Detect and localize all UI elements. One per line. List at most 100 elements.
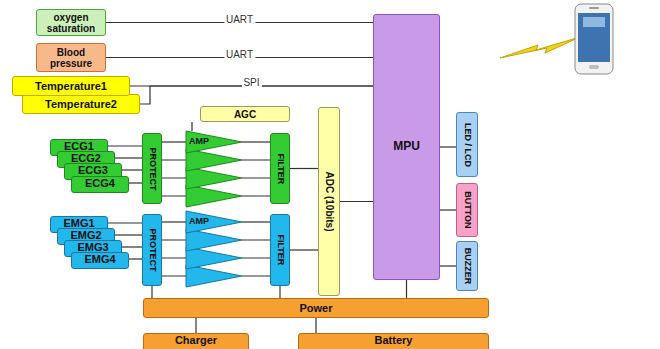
connector-line	[140, 86, 373, 104]
amplifier-triangle	[186, 185, 242, 207]
connector-line	[195, 318, 196, 333]
adc-box: ADC (10bits)	[318, 107, 340, 296]
wire	[242, 240, 270, 241]
node-label: Charger	[175, 334, 217, 347]
connector-line	[340, 201, 373, 202]
connector-line	[108, 222, 142, 223]
connector-line	[108, 145, 142, 146]
connector-line	[122, 246, 142, 247]
sensor-box: Blood pressure	[36, 43, 106, 72]
wire	[162, 178, 186, 179]
node-label: BUTTON	[462, 191, 472, 228]
smartphone-icon	[575, 4, 613, 74]
node-label: ADC (10bits)	[324, 171, 335, 231]
node-label: FILTER	[275, 235, 285, 266]
connector-line	[191, 122, 192, 131]
wire	[242, 196, 270, 197]
node-label: PROTECT	[147, 147, 157, 190]
connector-line	[315, 318, 316, 333]
edge-label-box: UART	[224, 9, 255, 27]
connector-line	[440, 265, 456, 266]
wire	[242, 160, 270, 161]
node-label: LED / LCD	[462, 122, 472, 166]
connector-line	[406, 280, 407, 298]
sensor-box: Temperature1	[12, 76, 130, 96]
power-bar: Power	[143, 298, 489, 318]
battery-box: Battery	[298, 333, 489, 349]
node-label: FILTER	[275, 153, 285, 184]
connector-line	[162, 221, 186, 222]
node-label: AGC	[234, 109, 256, 120]
connector-line	[279, 286, 280, 298]
amplifier-triangle	[186, 167, 242, 189]
node-label: EMG4	[84, 253, 115, 266]
node-label: BUZZER	[462, 248, 472, 285]
node-label: oxygen saturation	[37, 12, 105, 34]
amplifier-triangles	[162, 149, 270, 287]
display-box: LED / LCD	[456, 112, 478, 177]
phone-speaker	[589, 7, 599, 9]
connector-line	[129, 258, 142, 259]
buzzer-box: BUZZER	[456, 241, 478, 291]
node-label: Temperature2	[45, 98, 117, 110]
connector-line	[162, 141, 186, 142]
connector-line	[115, 157, 142, 158]
connector-line	[290, 168, 318, 169]
electrode-box: ECG4	[71, 176, 129, 193]
sensor-box: oxygen saturation	[36, 9, 106, 36]
amplifier-triangle	[186, 247, 242, 269]
wire	[162, 258, 186, 259]
wire	[242, 178, 270, 179]
button-box: BUTTON	[456, 183, 478, 237]
node-label: Blood pressure	[37, 47, 105, 69]
triangle-shape	[186, 131, 242, 153]
wireless-bolt	[500, 37, 580, 58]
node-label: MPU	[393, 140, 420, 153]
connector-line	[242, 221, 270, 222]
connector-line	[122, 169, 142, 170]
wire	[162, 276, 186, 277]
phone-button	[589, 65, 599, 69]
wire	[162, 196, 186, 197]
phone-widget	[583, 17, 605, 27]
phone-screen	[578, 13, 610, 62]
node-label: ECG4	[85, 177, 115, 190]
bus-label: UART	[224, 14, 255, 25]
wire	[162, 240, 186, 241]
wire	[242, 258, 270, 259]
node-label: Power	[299, 302, 332, 314]
agc-box: AGC	[200, 106, 290, 122]
charger-box: Charger	[143, 333, 249, 349]
wire	[162, 160, 186, 161]
connector-line	[129, 182, 142, 183]
node-label: Battery	[375, 334, 413, 347]
amplifier-triangle: AMP	[186, 131, 242, 153]
filter-box: FILTER	[270, 214, 290, 286]
protect-box: PROTECT	[142, 133, 162, 204]
mpu-box: MPU	[373, 14, 440, 280]
amplifier-triangle	[186, 229, 242, 251]
protect-box: PROTECT	[142, 214, 162, 286]
bus-label: SPI	[241, 77, 261, 88]
sensor-box: Temperature2	[22, 94, 140, 114]
amplifier-triangle	[186, 265, 242, 287]
connector-line	[440, 209, 456, 210]
bus-label: UART	[224, 49, 255, 60]
edge-label-box: SPI	[241, 72, 261, 90]
connector-line	[440, 146, 456, 147]
triangle-shape	[186, 211, 242, 233]
connector-line	[115, 234, 142, 235]
amplifier-triangle: AMP	[186, 211, 242, 233]
node-label: AMP	[189, 137, 209, 147]
phone-body	[575, 4, 613, 74]
electrode-box: EMG4	[71, 252, 129, 269]
connector-line	[242, 141, 270, 142]
filter-box: FILTER	[270, 133, 290, 204]
wire	[242, 276, 270, 277]
node-label: Temperature1	[35, 80, 107, 92]
edge-label-box: UART	[224, 44, 255, 62]
node-label: AMP	[189, 217, 209, 227]
connector-line	[290, 249, 318, 250]
